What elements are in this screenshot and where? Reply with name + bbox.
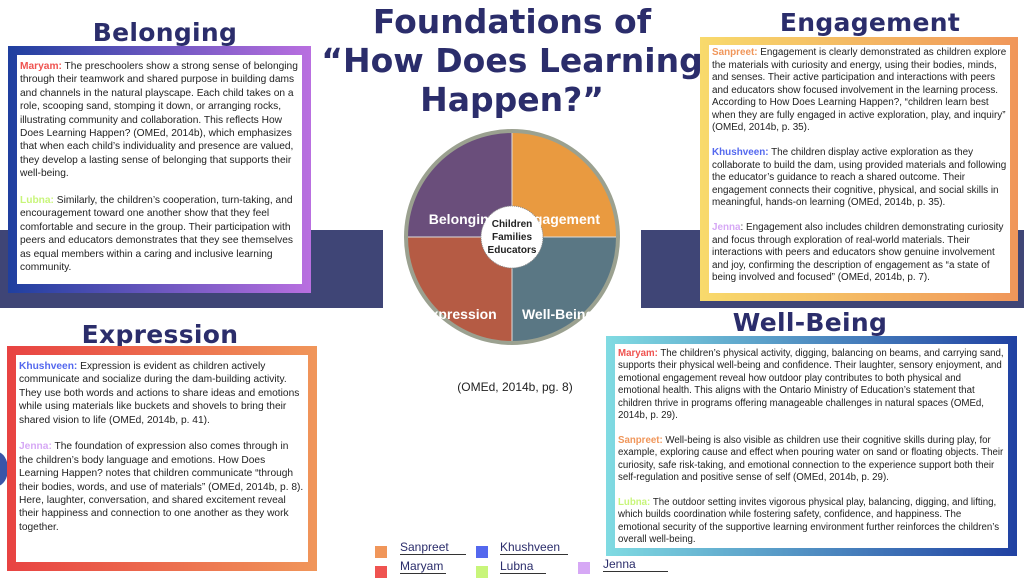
entry-text: Engagement is clearly demonstrated as ch… — [712, 47, 1007, 133]
center-label: Children — [492, 219, 533, 230]
expression-box: Khushveen: Expression is evident as chil… — [7, 346, 317, 571]
engagement-box: Sanpreet: Engagement is clearly demonstr… — [700, 37, 1018, 301]
quadrant-wellbeing — [512, 237, 616, 341]
entry-text: Well-being is also visible as children u… — [618, 434, 1004, 484]
wellbeing-box: Maryam: The children’s physical activity… — [606, 336, 1017, 556]
legend-lubna: Lubna — [500, 559, 546, 574]
entry-text: The preschoolers show a strong sense of … — [20, 61, 298, 180]
belonging-title: Belonging — [92, 18, 238, 47]
belonging-box: Maryam: The preschoolers show a strong s… — [8, 46, 311, 293]
legend-sanpreet: Sanpreet — [400, 540, 466, 555]
wellbeing-title: Well-Being — [732, 308, 888, 337]
author-name: Maryam: — [20, 61, 62, 72]
author-name: Khushveen: — [712, 147, 769, 158]
expression-text: Khushveen: Expression is evident as chil… — [16, 355, 308, 562]
swatch-sanpreet — [375, 546, 387, 558]
expression-title: Expression — [81, 320, 239, 349]
foundations-wheel: Belonging Engagement Expression Well-Bei… — [404, 129, 620, 345]
author-name: Khushveen: — [19, 361, 78, 372]
quadrant-expression — [408, 237, 512, 341]
quadrant-label: Engagement — [516, 211, 600, 227]
quadrant-label: Expression — [421, 306, 496, 322]
left-edge-shape — [0, 452, 8, 486]
entry-text: The foundation of expression also comes … — [19, 441, 304, 533]
quadrant-label: Belonging — [429, 211, 497, 227]
author-name: Jenna — [712, 222, 741, 233]
entry-text: Expression is evident as children active… — [19, 361, 300, 426]
wheel-citation: (OMEd, 2014b, pg. 8) — [457, 380, 573, 394]
author-name: Jenna: — [19, 441, 52, 453]
author-name: Lubna: — [618, 496, 651, 508]
swatch-maryam — [375, 566, 387, 578]
title-line: Foundations of — [372, 2, 652, 41]
author-name: Lubna: — [20, 195, 54, 207]
legend-jenna: Jenna — [603, 557, 668, 572]
legend-maryam: Maryam — [400, 559, 446, 574]
author-name: Sanpreet: — [618, 434, 663, 446]
author-name: Sanpreet: — [712, 47, 758, 58]
belonging-text: Maryam: The preschoolers show a strong s… — [17, 55, 302, 284]
swatch-jenna — [578, 562, 590, 574]
wellbeing-text: Maryam: The children’s physical activity… — [615, 344, 1008, 548]
entry-text: : Engagement also includes children demo… — [712, 222, 1004, 283]
title-line: Happen?” — [420, 80, 604, 119]
center-circle — [480, 205, 544, 269]
engagement-text: Sanpreet: Engagement is clearly demonstr… — [709, 45, 1010, 293]
entry-text: The outdoor setting invites vigorous phy… — [618, 496, 1000, 546]
quadrant-label: Well-Being — [522, 306, 594, 322]
swatch-khushveen — [476, 546, 488, 558]
center-label: Educators — [488, 245, 537, 256]
quadrant-belonging — [408, 133, 512, 237]
page-title: Foundations of “How Does Learning Happen… — [312, 2, 712, 119]
swatch-lubna — [476, 566, 488, 578]
quadrant-engagement — [512, 133, 616, 237]
center-label: Families — [492, 232, 532, 243]
legend-khushveen: Khushveen — [500, 540, 568, 555]
engagement-title: Engagement — [779, 8, 961, 37]
entry-text: The children display active exploration … — [712, 147, 1007, 208]
entry-text: The children’s physical activity, diggin… — [618, 348, 1004, 422]
entry-text: Similarly, the children’s cooperation, t… — [20, 195, 293, 274]
author-name: Maryam: — [618, 348, 658, 359]
title-line: “How Does Learning — [321, 41, 703, 80]
